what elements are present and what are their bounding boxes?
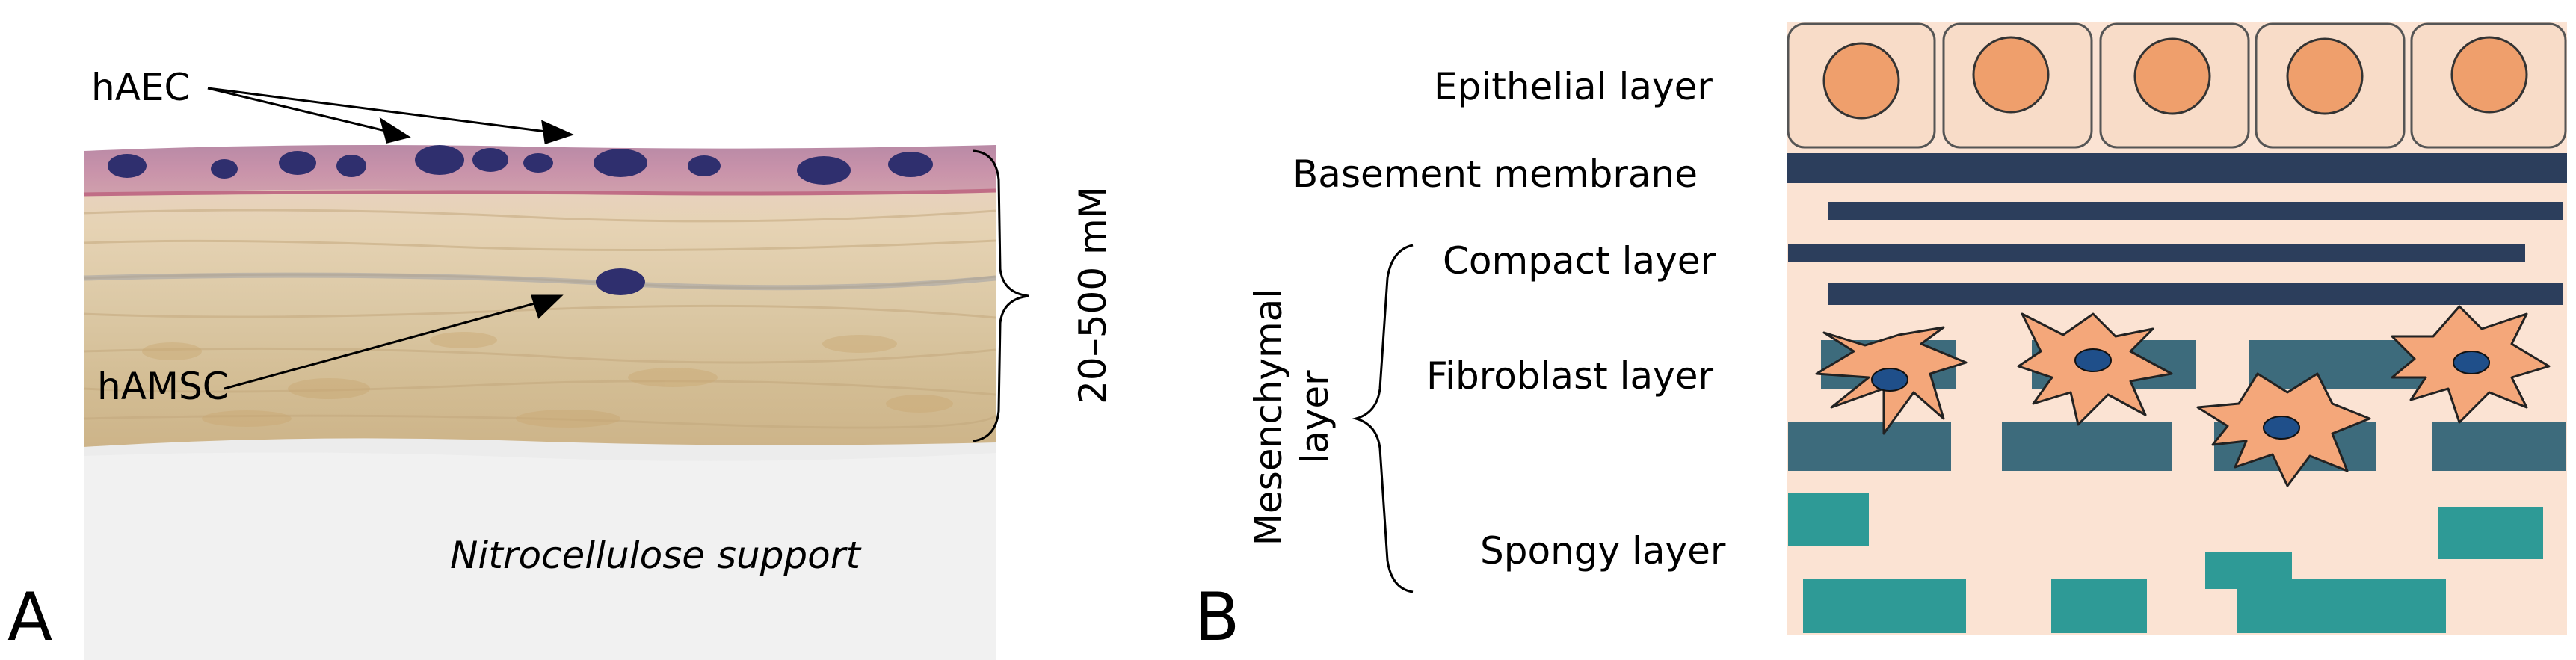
- label-fibroblast-layer: Fibroblast layer: [1426, 354, 1714, 398]
- label-compact-layer: Compact layer: [1443, 239, 1716, 283]
- label-hamsc: hAMSC: [97, 365, 229, 408]
- label-basement-membrane: Basement membrane: [1292, 152, 1698, 196]
- fibroblast-nuclei: [1871, 348, 2490, 440]
- panel-letter-a: A: [7, 579, 53, 656]
- label-mesenchymal-line2: layer: [1293, 370, 1337, 464]
- basement-membrane-bar: [1787, 153, 2567, 183]
- label-spongy-layer: Spongy layer: [1480, 529, 1726, 573]
- stromal-cell-nucleus: [596, 268, 645, 295]
- label-haec: hAEC: [91, 66, 191, 109]
- thickness-brace: [973, 149, 1029, 442]
- spongy-layer-blocks: [1788, 493, 2543, 633]
- label-epithelial-layer: Epithelial layer: [1434, 65, 1713, 108]
- label-mesenchymal-line1: Mesenchymal: [1247, 288, 1290, 546]
- compact-layer-bars: [1788, 202, 2563, 305]
- slide-background: [84, 0, 996, 142]
- label-nitrocellulose-support: Nitrocellulose support: [450, 534, 860, 577]
- label-mesenchymal-layer: Mesenchymal layer: [1245, 289, 1338, 546]
- epithelial-nuclei-schematic: [1822, 36, 2528, 120]
- annotation-arrows: [207, 87, 575, 390]
- epithelial-nuclei: [108, 145, 933, 185]
- panel-letter-b: B: [1195, 579, 1240, 656]
- mesenchymal-brace: [1352, 244, 1414, 593]
